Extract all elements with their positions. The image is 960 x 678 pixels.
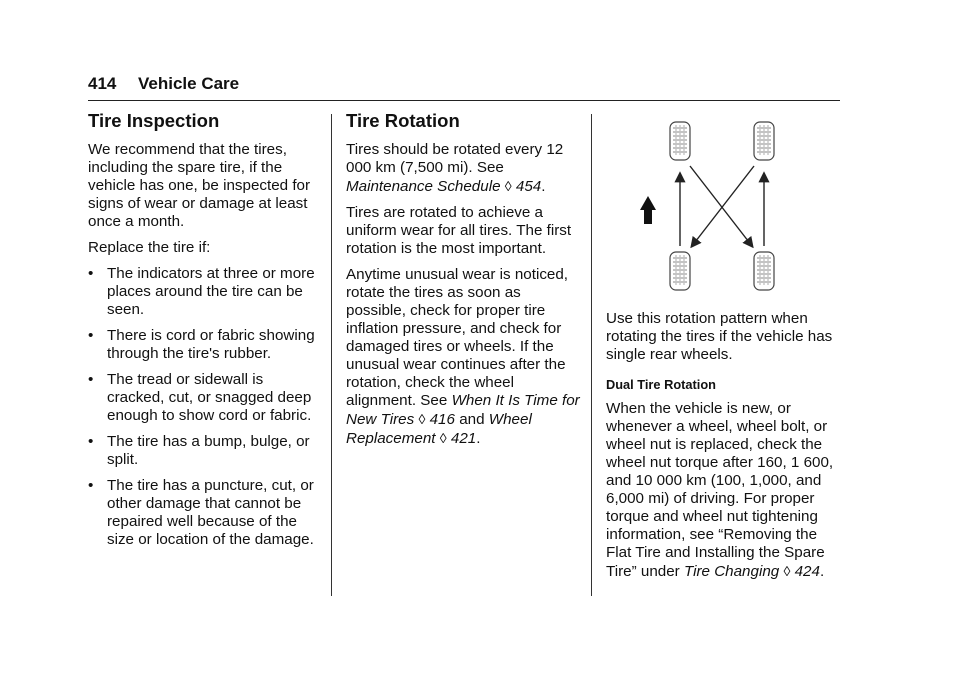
front-right-tire-icon [753,121,775,161]
page-ref-icon: ◊ [783,563,791,579]
bullet-icon: • [88,327,94,344]
rear-left-tire-icon [669,251,691,291]
bullet-icon: • [88,477,94,494]
page-ref-icon: ◊ [504,178,512,194]
rotation-arrow [690,165,755,249]
tire-rotation-column: Tire Rotation Tires should be rotated ev… [346,110,582,456]
page-ref-number[interactable]: 421 [450,430,477,447]
dual-tire-rotation-heading: Dual Tire Rotation [606,377,716,392]
page-ref-number[interactable]: 454 [515,178,542,195]
front-left-tire-icon [669,121,691,161]
list-item: •The tread or sidewall is cracked, cut, … [88,371,312,424]
rotation-interval-paragraph: Tires should be rotated every 12 000 km … [346,141,564,195]
diagram-caption: Use this rotation pattern when rotating … [606,310,833,363]
page-ref-icon: ◊ [439,430,447,446]
tire-rotation-diagram [640,121,775,291]
maintenance-schedule-link[interactable]: Maintenance Schedule [346,178,501,195]
forward-direction-icon [640,196,656,224]
new-tires-link[interactable]: When It Is Time for New Tires [346,392,580,428]
replace-lead: Replace the tire if: [88,239,211,256]
column-divider [331,114,332,596]
dual-tire-column: Use this rotation pattern when rotating … [606,310,842,589]
unusual-wear-paragraph: Anytime unusual wear is noticed, rotate … [346,266,580,447]
list-item: •The indicators at three or more places … [88,265,315,318]
list-item: •The tire has a puncture, cut, or other … [88,477,314,548]
page-ref-number[interactable]: 416 [429,411,455,428]
bullet-icon: • [88,433,94,450]
tire-inspection-column: Tire Inspection We recommend that the ti… [88,110,316,557]
inspection-intro: We recommend that the tires, including t… [88,141,311,230]
column-divider [591,114,592,596]
wheel-replacement-link[interactable]: Wheel Replacement [346,411,532,447]
bullet-icon: • [88,265,94,282]
page-number: 414 [88,74,117,93]
section-title: Vehicle Care [138,74,240,93]
bullet-icon: • [88,371,94,388]
replace-conditions-list: •The indicators at three or more places … [88,265,316,549]
rotation-purpose-paragraph: Tires are rotated to achieve a uniform w… [346,204,572,257]
page-header: 414 Vehicle Care [88,72,840,101]
tire-inspection-heading: Tire Inspection [88,110,220,131]
rear-right-tire-icon [753,251,775,291]
page-ref-number[interactable]: 424 [794,563,820,580]
list-item: •There is cord or fabric showing through… [88,327,315,362]
tire-changing-link[interactable]: Tire Changing [683,563,780,580]
dual-tire-paragraph: When the vehicle is new, or whenever a w… [606,400,834,580]
page-ref-icon: ◊ [418,411,426,427]
tire-rotation-heading: Tire Rotation [346,110,460,131]
list-item: •The tire has a bump, bulge, or split. [88,433,310,468]
rotation-arrow [689,165,754,249]
